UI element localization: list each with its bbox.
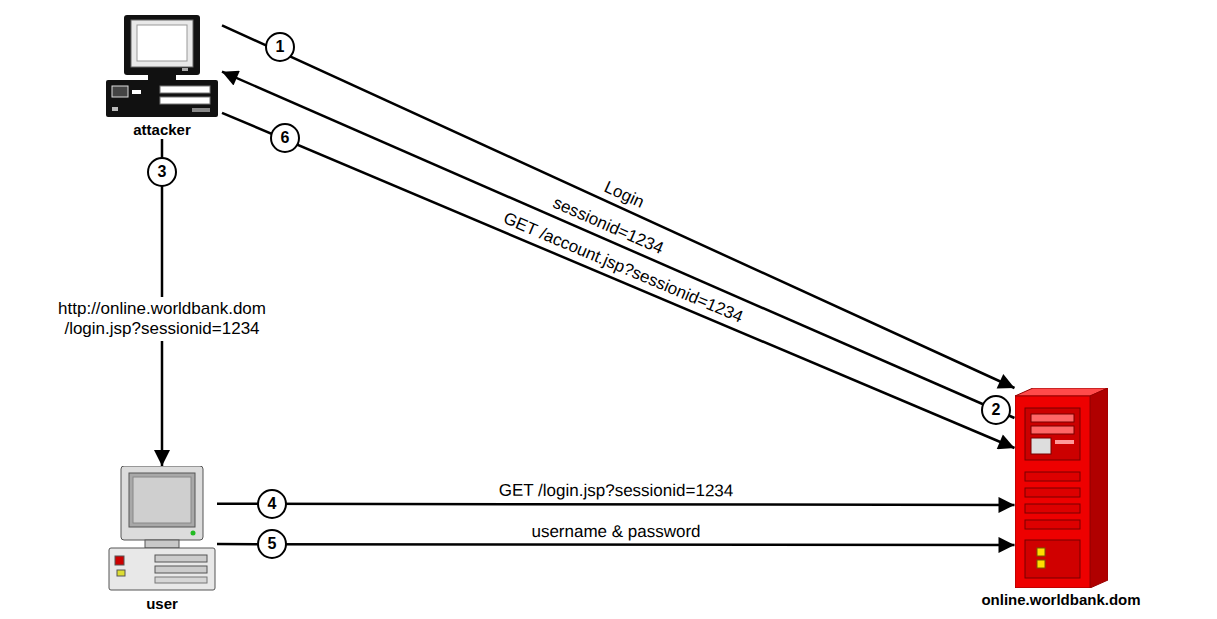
- icon-part: [1025, 540, 1080, 578]
- icon-part: [1090, 388, 1108, 588]
- icon-part: [1025, 472, 1080, 481]
- icon-part: [155, 577, 207, 583]
- icon-part: [112, 107, 118, 111]
- callout-number: 5: [268, 535, 277, 552]
- icon-part: [115, 556, 124, 565]
- arrow-label: Login: [601, 177, 647, 213]
- computer-node: user: [106, 466, 218, 613]
- icon-part: [112, 86, 128, 97]
- icon-part: [131, 20, 193, 67]
- node-label: online.worldbank.dom: [981, 591, 1140, 609]
- icon-part: [1037, 560, 1045, 568]
- callout-number: 1: [276, 38, 285, 55]
- icon-part: [155, 566, 207, 573]
- arrow-connector: [222, 72, 1015, 418]
- arrow-label: username & password: [531, 521, 700, 541]
- callout-number: 6: [281, 129, 290, 146]
- icon-part: [124, 15, 200, 75]
- arrow-connector: [217, 543, 1015, 546]
- arrow-connector: [222, 25, 1015, 388]
- icon-part: [1037, 548, 1045, 556]
- icon-part: [137, 25, 187, 61]
- arrow-label: http://online.worldbank.dom /login.jsp?s…: [23, 297, 301, 341]
- arrow-label: GET /login.jsp?sessionid=1234: [498, 481, 733, 501]
- callout-circle: 2: [981, 395, 1011, 425]
- icon-part: [148, 75, 176, 80]
- callout-number: 2: [992, 401, 1001, 418]
- computer-icon: [1015, 388, 1108, 588]
- icon-part: [129, 473, 195, 527]
- arrow-connector: [222, 113, 1015, 448]
- icon-part: [1031, 438, 1051, 454]
- icon-part: [1025, 408, 1080, 460]
- icon-part: [160, 86, 210, 93]
- computer-icon: [102, 15, 222, 118]
- callout-number: 3: [158, 163, 167, 180]
- icon-part: [145, 540, 179, 548]
- icon-part: [1055, 440, 1074, 444]
- icon-part: [1015, 396, 1090, 588]
- icon-part: [1031, 426, 1074, 434]
- arrow-connector: [217, 504, 1015, 505]
- callout-circle: 4: [257, 489, 287, 519]
- icon-part: [121, 466, 203, 540]
- callout-circle: 1: [265, 32, 295, 62]
- callout-number: 4: [268, 495, 277, 512]
- icon-part: [191, 531, 196, 536]
- icon-part: [1025, 520, 1080, 529]
- icon-part: [109, 548, 215, 590]
- node-label: attacker: [133, 121, 191, 139]
- computer-icon: [107, 466, 217, 592]
- icon-part: [1031, 414, 1074, 422]
- computer-node: attacker: [101, 15, 223, 139]
- icon-part: [1025, 504, 1080, 513]
- icon-part: [182, 68, 188, 71]
- node-label: user: [146, 595, 178, 613]
- icon-part: [106, 80, 218, 117]
- icon-part: [192, 108, 210, 112]
- icon-part: [160, 97, 210, 104]
- callout-circle: 6: [270, 123, 300, 153]
- icon-part: [133, 477, 191, 523]
- icon-part: [117, 570, 125, 576]
- callout-circle: 3: [147, 157, 177, 187]
- icon-part: [155, 555, 207, 562]
- icon-part: [1025, 488, 1080, 497]
- callout-circle: 5: [257, 529, 287, 559]
- icon-part: [132, 90, 141, 94]
